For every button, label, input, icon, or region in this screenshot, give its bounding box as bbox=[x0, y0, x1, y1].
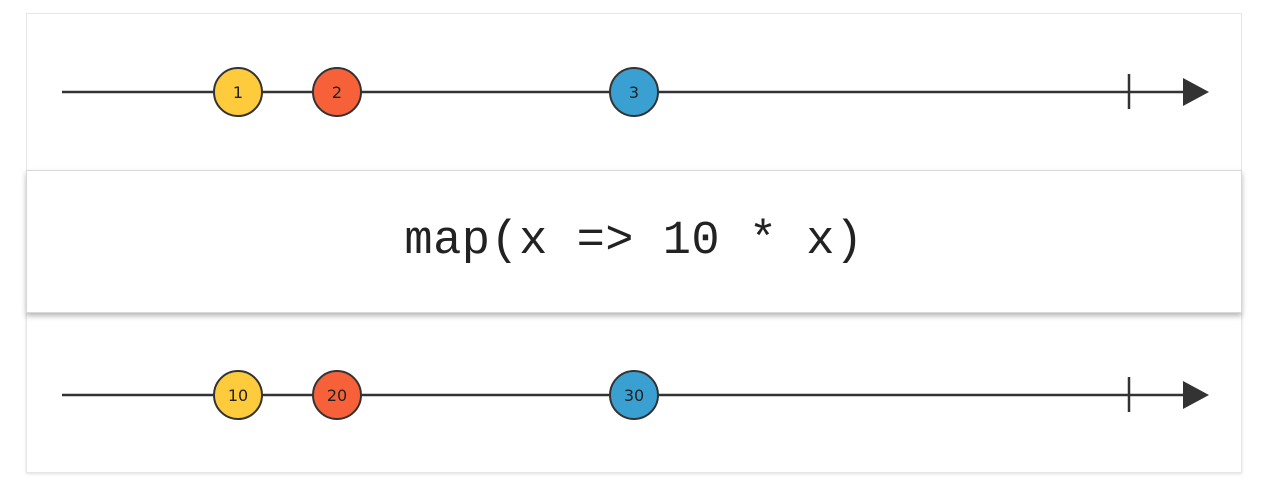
output-marble-label: 20 bbox=[327, 386, 347, 405]
input-timeline-arrowhead bbox=[1183, 78, 1209, 106]
output-marble-circle bbox=[609, 370, 659, 420]
output-timeline: 10 20 30 bbox=[62, 370, 1209, 420]
operator-box: map(x => 10 * x) bbox=[26, 170, 1242, 313]
input-marble-1: 1 bbox=[213, 67, 263, 117]
output-marble-circle bbox=[213, 370, 263, 420]
output-marble-10: 10 bbox=[213, 370, 263, 420]
output-marble-20: 20 bbox=[312, 370, 362, 420]
input-marble-label: 2 bbox=[332, 83, 342, 102]
output-marble-label: 10 bbox=[228, 386, 248, 405]
input-marble-label: 1 bbox=[233, 83, 243, 102]
input-marble-circle bbox=[312, 67, 362, 117]
output-marble-30: 30 bbox=[609, 370, 659, 420]
input-marble-circle bbox=[213, 67, 263, 117]
input-marble-2: 2 bbox=[312, 67, 362, 117]
input-marble-3: 3 bbox=[609, 67, 659, 117]
input-timeline: 1 2 3 bbox=[62, 67, 1209, 117]
output-marble-label: 30 bbox=[624, 386, 644, 405]
operator-label: map(x => 10 * x) bbox=[404, 215, 864, 268]
input-marble-circle bbox=[609, 67, 659, 117]
output-marble-circle bbox=[312, 370, 362, 420]
output-timeline-arrowhead bbox=[1183, 381, 1209, 409]
input-marble-label: 3 bbox=[629, 83, 639, 102]
